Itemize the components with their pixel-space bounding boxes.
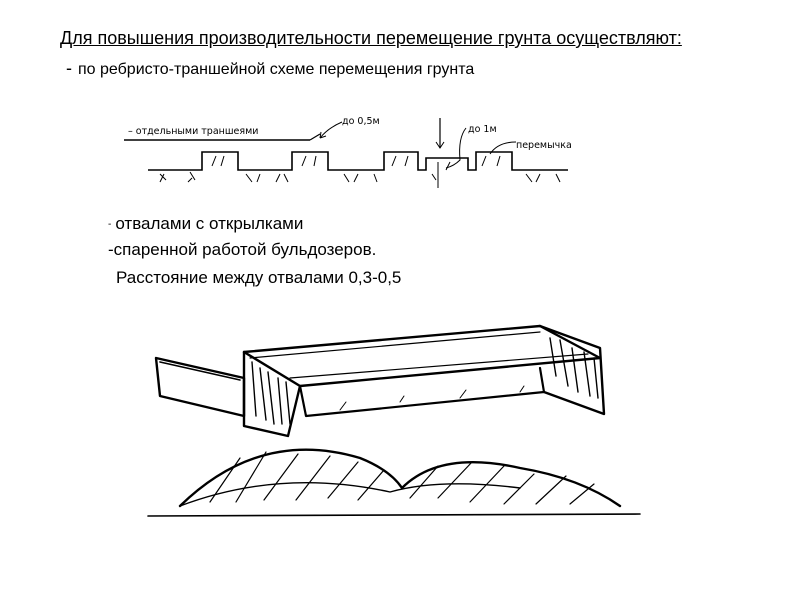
item-dash: - bbox=[108, 219, 112, 231]
label-separate-trenches: – отдельными траншеями bbox=[128, 126, 258, 137]
subtitle-dash: - bbox=[66, 58, 72, 78]
label-depth: до 1м bbox=[468, 124, 497, 135]
trench-scheme-drawing: – отдельными траншеями до 0,5м до 1м пер… bbox=[124, 116, 572, 188]
item-paired-bulldozers: -спаренной работой бульдозеров. bbox=[108, 240, 377, 259]
slide-title: Для повышения производительности перемещ… bbox=[60, 28, 682, 48]
subtitle-text: по ребристо-траншейной схеме перемещения… bbox=[78, 61, 475, 78]
item-wings-text: отвалами с открылками bbox=[115, 214, 304, 233]
item-distance: Расстояние между отвалами 0,3-0,5 bbox=[116, 268, 402, 287]
bulldozer-blade-sketch bbox=[147, 324, 641, 517]
label-bridge: перемычка bbox=[516, 140, 572, 151]
subtitle-line: -по ребристо-траншейной схеме перемещени… bbox=[66, 58, 474, 79]
item-wings: -отвалами с открылками bbox=[108, 214, 303, 234]
label-width: до 0,5м bbox=[342, 116, 380, 127]
